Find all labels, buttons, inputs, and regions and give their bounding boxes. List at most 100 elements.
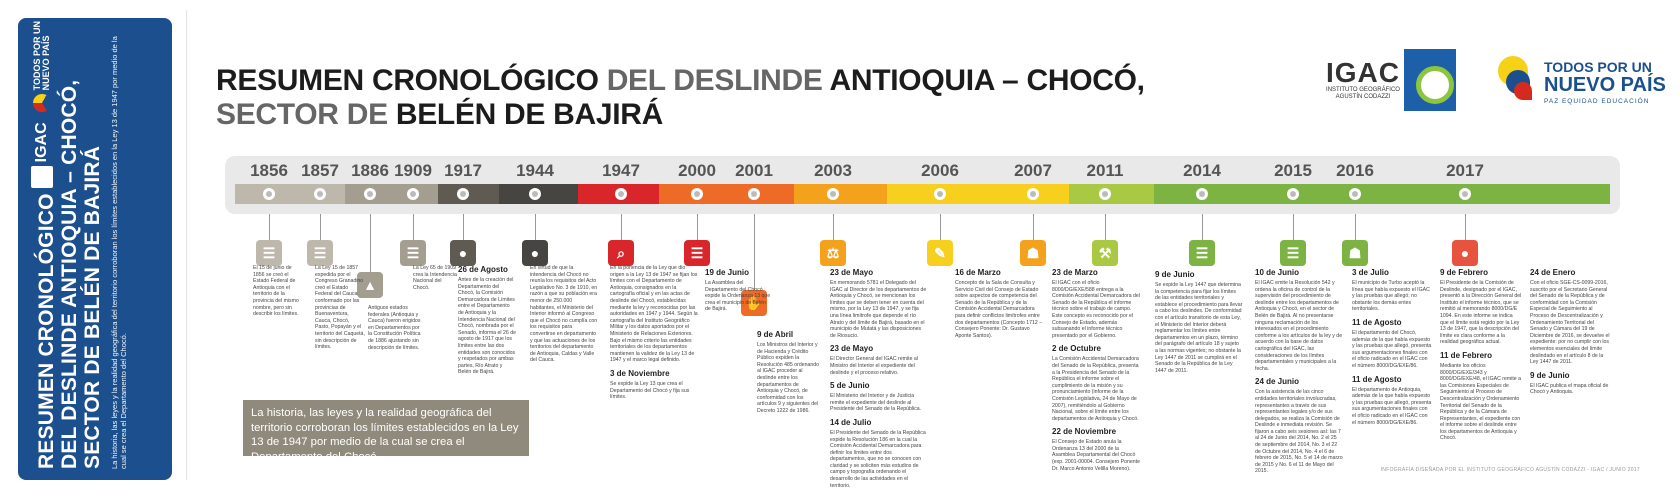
igac-mark-icon [31,166,53,189]
timeline-year-label: 1857 [301,161,339,180]
colombia-flag-icon [1494,52,1538,112]
event-date: 16 de Marzo [955,268,1001,277]
event-text: Antiguos estados federales (Antioquia y … [368,305,421,351]
timeline-bar [235,184,1610,204]
event-1856-icon: ☰ [256,240,282,266]
timeline-segment-2014 [1153,184,1248,204]
sidebar-igac-logo: IGAC [31,122,53,189]
timeline-segment-2016 [1324,184,1410,204]
event-date: 9 de Abril [757,330,794,339]
event-2007: 23 de Marzo El IGAC con el oficio 8000/D… [1052,268,1142,477]
event-1856: El 15 de junio de 1856 se creó el Estado… [253,265,301,318]
timeline-connector [1465,214,1466,240]
timeline-year-label: 2014 [1183,161,1221,180]
timeline-year-label: 1856 [250,161,288,180]
timeline-connector [1202,214,1203,240]
event-2017-b: 9 de Junio El IGAC publica el mapa ofici… [1530,371,1610,396]
timeline-connector [754,214,755,290]
event-1886-icon: ▲ [357,272,383,298]
timeline-segment-2007 [986,184,1069,204]
event-2015-b: 11 de Agosto El departamento del Chocó, … [1352,318,1432,370]
event-2017-icon: ● [1452,240,1478,266]
event-text: Con la asistencia de las cinco entidades… [1255,389,1343,475]
timeline-year-label: 2011 [1086,161,1124,180]
event-2001: 9 de Abril Los Ministros del Interior y … [757,330,819,415]
event-2015: 3 de Julio El municipio de Turbo aceptó … [1352,268,1432,431]
event-2000: 19 de Junio La Asamblea del Departamento… [705,268,771,313]
timeline-segment-1886 [345,184,392,204]
event-2000-icon: ☰ [684,240,710,266]
timeline-connector [940,214,941,240]
timeline-dot [615,188,627,200]
timeline-dot [529,188,541,200]
sidebar-rotated-content: IGAC TODOS POR UN NUEVO PAÍS RESUMEN CRO… [25,21,165,469]
igac-logo-text: IGAC INSTITUTO GEOGRÁFICO AGUSTÍN CODAZZ… [1326,59,1400,101]
event-text: El IGAC emite la Resolución 542 y ordena… [1255,280,1343,372]
event-1947-a: En la ponencia de la Ley que dio origen … [610,265,698,364]
timeline-dot [263,188,275,200]
sidebar-igac-text: IGAC [33,122,50,163]
timeline-connector [1033,214,1034,240]
igac-logo: IGAC INSTITUTO GEOGRÁFICO AGUSTÍN CODAZZ… [1326,49,1458,111]
timeline-dot [1099,188,1111,200]
igac-logo-big: IGAC [1326,57,1400,88]
sidebar-panel: IGAC TODOS POR UN NUEVO PAÍS RESUMEN CRO… [18,18,172,480]
event-text: El municipio de Turbo aceptó la línea qu… [1352,280,1430,313]
timeline-segment-2011 [1069,184,1154,204]
timeline-year-label: 2007 [1014,161,1052,180]
event-text: La Comisión Accidental Demarcadora del S… [1052,356,1139,422]
timeline-segment-1856 [235,184,295,204]
tp-logo-text: TODOS POR UN NUEVO PAÍS PAZ EQUIDAD EDUC… [1544,59,1666,105]
event-text: El Ministerio del Interior y de Justicia… [830,393,922,413]
timeline-dot [1459,188,1471,200]
timeline-connector [269,214,270,240]
timeline-connector [697,214,698,240]
timeline-connector [413,214,414,240]
title-part2: DEL DESLINDE [598,64,830,97]
event-date: 23 de Mayo [830,344,874,354]
sidebar-title-line2: DEL DESLINDE ANTIOQUIA – CHOCÓ, [58,79,81,469]
event-text: El IGAC publica el mapa oficial de Chocó… [1530,382,1609,396]
sidebar-tp-line2: NUEVO PAÍS [41,35,51,91]
timeline-year-label: 2016 [1336,161,1374,180]
event-date: 9 de Junio [1530,370,1570,380]
event-text: El Consejo de Estado anula la Ordenanza … [1052,439,1140,472]
event-date: 23 de Marzo [1052,268,1098,277]
event-2003-d: 14 de Julio El Presidente del Senado de … [830,418,928,489]
tp-line1: TODOS POR UN [1544,59,1652,75]
timeline-connector [535,214,536,240]
igac-logo-small1: INSTITUTO GEOGRÁFICO [1326,87,1400,93]
timeline-dot [1027,188,1039,200]
timeline-segment-1909 [391,184,438,204]
event-2011-icon: ⚒ [1092,240,1118,266]
timeline-connector [1293,214,1294,240]
timeline-segment-2017 [1410,184,1610,204]
event-2007-b: 2 de Octubre La Comisión Accidental Dema… [1052,344,1142,422]
event-text: El departamento del Chocó, además de la … [1352,329,1432,369]
divider [186,10,187,480]
event-1917: 26 de Agosto Antes de la creación del De… [458,265,516,376]
event-date: 11 de Agosto [1352,317,1402,327]
event-text: Los Ministros del Interior y de Hacienda… [757,342,820,414]
timeline-segment-2015 [1247,184,1324,204]
event-2015-c: 11 de Agosto El departamento de Antioqui… [1352,375,1432,427]
event-2003-a: 23 de Mayo En memorando 5781 el Delegado… [830,268,928,339]
timeline-dot [1196,188,1208,200]
timeline-year-label: 2001 [735,161,773,180]
event-2014-a: 10 de Junio El IGAC emite la Resolución … [1255,268,1343,372]
event-2007-c: 22 de Noviembre El Consejo de Estado anu… [1052,427,1142,472]
timeline-segment-1857 [294,184,345,204]
timeline-dot [748,188,760,200]
igac-emblem-icon [1404,49,1456,111]
event-text: Se expide la Ley 1447 que determina la c… [1155,282,1243,374]
event-date: 11 de Febrero [1440,350,1493,360]
event-1886: Antiguos estados federales (Antioquia y … [368,305,424,351]
timeline-connector [621,214,622,240]
event-2003-c: 5 de Junio El Ministerio del Interior y … [830,381,928,413]
event-date: 19 de Junio [705,268,750,277]
sidebar-title-line3: SECTOR DE BELÉN DE BAJIRÁ [81,145,104,469]
event-1947-icon: ⌕ [608,240,634,266]
event-2014: 10 de Junio El IGAC emite la Resolución … [1255,268,1343,480]
event-text: En virtud de que la intendencia del Choc… [530,265,598,364]
